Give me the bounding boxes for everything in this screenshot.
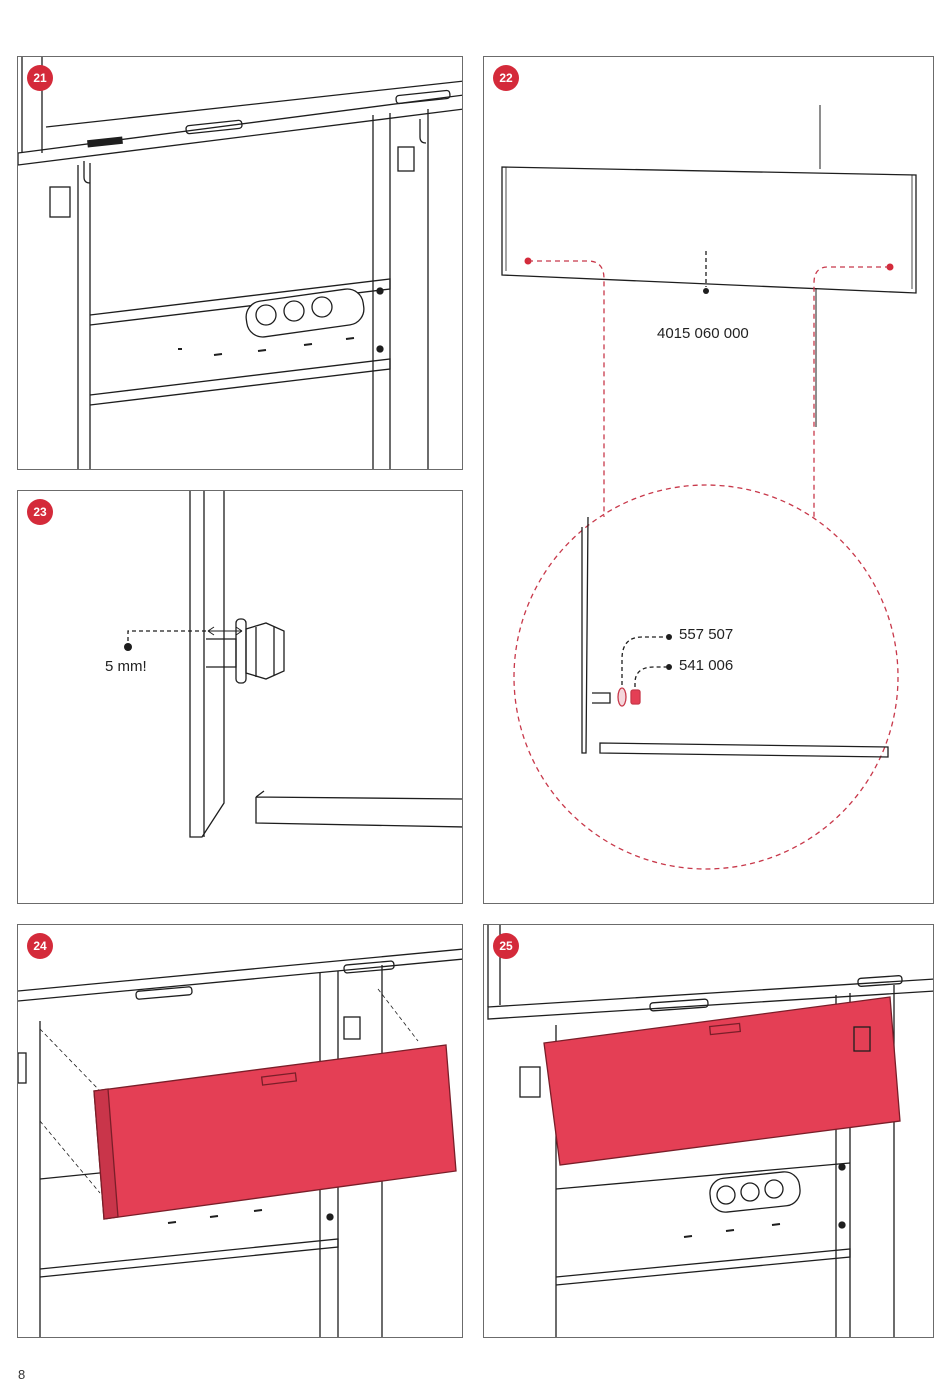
part-number-label: 4015 060 000 xyxy=(657,325,749,342)
step-number-badge: 23 xyxy=(27,499,53,525)
step-23-illustration xyxy=(18,491,463,904)
part-number-label: 557 507 xyxy=(679,626,733,643)
part-number-label: 541 006 xyxy=(679,657,733,674)
step-21-illustration xyxy=(18,57,463,470)
step-number-badge: 21 xyxy=(27,65,53,91)
step-number-badge: 25 xyxy=(493,933,519,959)
step-21-panel: 21 xyxy=(17,56,463,470)
step-24-illustration xyxy=(18,925,463,1338)
step-22-illustration xyxy=(484,57,934,904)
step-24-panel: 24 xyxy=(17,924,463,1338)
step-number-badge: 24 xyxy=(27,933,53,959)
page-number: 8 xyxy=(18,1367,25,1382)
step-22-panel: 22 4015 060 000 557 507 541 006 xyxy=(483,56,934,904)
gap-measurement-label: 5 mm! xyxy=(105,658,147,675)
step-25-illustration xyxy=(484,925,934,1338)
step-23-panel: 23 5 mm! xyxy=(17,490,463,904)
step-number-badge: 22 xyxy=(493,65,519,91)
step-25-panel: 25 xyxy=(483,924,934,1338)
